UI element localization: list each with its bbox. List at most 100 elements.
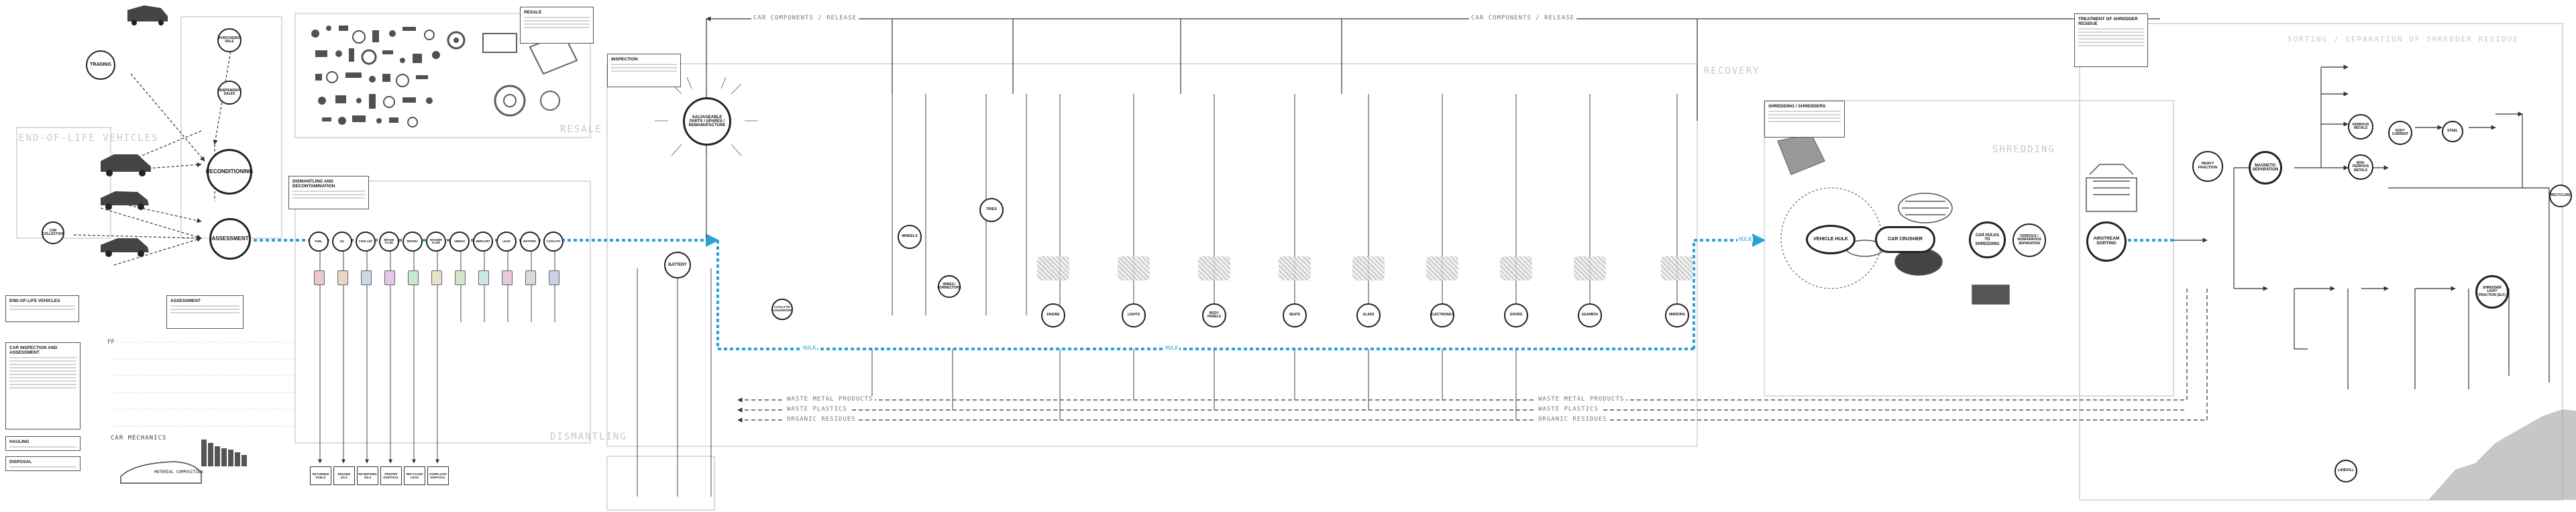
container-icon xyxy=(478,270,489,285)
part-sketch-icon xyxy=(1279,256,1311,280)
node-recycling-label: RECYCLING xyxy=(2551,193,2571,198)
node-airstream[interactable]: AIRSTREAM SORTING xyxy=(2086,221,2127,262)
node-vehicle-hulk[interactable]: VEHICLE HULK xyxy=(1806,225,1856,254)
node-wheels[interactable]: WHEELS xyxy=(898,225,922,249)
part-node-0[interactable]: ENGINE xyxy=(1041,303,1065,327)
node-assessment[interactable]: ASSESSMENT xyxy=(209,218,251,260)
sorting-lines xyxy=(2174,64,2550,389)
node-landfill[interactable]: LANDFILL xyxy=(2334,460,2357,482)
station-9[interactable]: BATTERY xyxy=(520,232,540,252)
station-label: CATALYST xyxy=(546,239,561,243)
station-2[interactable]: COOLANT xyxy=(356,232,376,252)
part-node-2[interactable]: BODY PANELS xyxy=(1202,303,1226,327)
note-sorting-title: TREATMENT OF SHREDDER RESIDUE xyxy=(2078,17,2138,26)
container-icon xyxy=(431,270,442,285)
container-icon xyxy=(361,270,372,285)
node-catalytic[interactable]: CATALYTIC CONVERTER xyxy=(771,299,793,320)
part-node-8[interactable]: MIRRORS xyxy=(1665,303,1689,327)
bottom-box-0[interactable]: RETURNED FUELS xyxy=(310,466,331,485)
node-heavy-fraction[interactable]: HEAVY FRACTION xyxy=(2192,151,2223,182)
part-node-label: ELECTRONICS xyxy=(1430,313,1454,317)
node-battery[interactable]: BATTERY xyxy=(664,252,691,278)
node-car-collection-label: CAR COLLECTION xyxy=(42,228,64,236)
station-5[interactable]: WASHER FLUID xyxy=(426,232,446,252)
part-sketch-icon xyxy=(1198,256,1230,280)
node-ferrous-separation[interactable]: FERROUS / NONFERROUS SEPARATION xyxy=(2012,223,2046,257)
flow-label-organic-1: ORGANIC RESIDUES xyxy=(785,416,858,423)
node-vehicle-hulk-label: VEHICLE HULK xyxy=(1813,237,1848,242)
station-6[interactable]: AIRBAG xyxy=(449,232,470,252)
node-magnetic[interactable]: MAGNETIC SEPARATION xyxy=(2249,151,2282,185)
zone-title-recovery: RECOVERY xyxy=(1704,66,1760,76)
node-steel[interactable]: STEEL xyxy=(2442,121,2463,142)
container-icon xyxy=(502,270,513,285)
part-node-7[interactable]: GEARBOX xyxy=(1578,303,1602,327)
bottom-box-1[interactable]: REUSED OILS xyxy=(333,466,355,485)
node-eddy[interactable]: EDDY CURRENT xyxy=(2388,121,2412,145)
station-label: OIL xyxy=(339,239,345,243)
container-icon xyxy=(455,270,466,285)
part-node-4[interactable]: GLASS xyxy=(1356,303,1381,327)
station-10[interactable]: CATALYST xyxy=(543,232,564,252)
node-reconditioning[interactable]: RECONDITIONING xyxy=(205,149,254,195)
node-purchased-sale[interactable]: PURCHASED SALE xyxy=(217,28,241,52)
node-reconditioning-label: RECONDITIONING xyxy=(205,168,254,174)
part-node-label: LIGHTS xyxy=(1127,313,1140,317)
container-icon xyxy=(549,270,559,285)
part-sketch-icon xyxy=(1574,256,1606,280)
node-trading[interactable]: TRADING xyxy=(86,50,115,80)
node-recycling[interactable]: RECYCLING xyxy=(2549,185,2572,207)
note-sorting: TREATMENT OF SHREDDER RESIDUE xyxy=(2074,13,2148,67)
part-node-label: BODY PANELS xyxy=(1208,311,1221,319)
bottom-box-5[interactable]: COMPLIANT DISPOSAL xyxy=(427,466,449,485)
bottom-box-label: RE-REFINED OILS xyxy=(358,472,377,479)
bottom-box-4[interactable]: RECYCLED LEAD xyxy=(404,466,425,485)
node-car-hulk-shredding[interactable]: CAR HULKS TO SHREDDING xyxy=(1969,221,2006,258)
note-car-inspection-title: CAR INSPECTION AND ASSESSMENT xyxy=(9,346,58,355)
part-node-1[interactable]: LIGHTS xyxy=(1122,303,1146,327)
bottom-box-label: RECYCLED LEAD xyxy=(406,472,423,479)
bottom-box-2[interactable]: RE-REFINED OILS xyxy=(357,466,378,485)
part-node-5[interactable]: ELECTRONICS xyxy=(1430,303,1454,327)
node-tires[interactable]: TIRES xyxy=(979,198,1004,222)
material-composition-label: MATERIAL COMPOSITION xyxy=(154,470,203,474)
waste-pile xyxy=(2428,409,2576,500)
note-disposal-title: DISPOSAL xyxy=(9,460,32,464)
node-non-ferrous[interactable]: NON-FERROUS METALS xyxy=(2348,154,2373,180)
node-salvageable-parts[interactable]: SALVAGEABLE PARTS / SPARES / REMANUFACTU… xyxy=(683,97,731,146)
station-1[interactable]: OIL xyxy=(332,232,352,252)
node-shredder-light[interactable]: SHREDDER LIGHT FRACTION (SLF) xyxy=(2475,275,2509,309)
hulk-sketches xyxy=(1776,134,2137,305)
station-0[interactable]: FUEL xyxy=(309,232,329,252)
node-car-crusher-label: CAR CRUSHER xyxy=(1888,237,1923,242)
note-shredding: SHREDDING / SHREDDERS xyxy=(1764,101,1845,138)
container-icon xyxy=(408,270,419,285)
node-non-ferrous-label: NON-FERROUS METALS xyxy=(2352,161,2369,172)
station-label: BATTERY xyxy=(523,239,537,243)
part-node-3[interactable]: SEATS xyxy=(1283,303,1307,327)
node-car-crusher[interactable]: CAR CRUSHER xyxy=(1875,226,1935,253)
station-label: AIRBAG xyxy=(453,239,466,243)
bottom-box-3[interactable]: PROPER DISPOSAL xyxy=(380,466,402,485)
part-sketch-icon xyxy=(1500,256,1532,280)
part-sketch-icon xyxy=(1426,256,1458,280)
flow-label-waste-metal-2: WASTE METAL PRODUCTS xyxy=(1536,396,1627,403)
node-assessment-label: ASSESSMENT xyxy=(211,235,249,242)
part-sketch-icon xyxy=(1352,256,1385,280)
part-node-6[interactable]: DOORS xyxy=(1504,303,1528,327)
hulk-label-3: HULK xyxy=(1737,236,1754,242)
node-ferrous-metals[interactable]: FERROUS METALS xyxy=(2348,114,2373,140)
node-car-collection[interactable]: CAR COLLECTION xyxy=(42,221,64,244)
node-independent-sales[interactable]: INDEPENDENT SALES xyxy=(217,81,241,105)
note-dismantling-title: DISMANTLING AND DECONTAMINATION xyxy=(292,179,335,189)
station-3[interactable]: BRAKE FLUID xyxy=(379,232,399,252)
parts-scatter-sketch xyxy=(311,25,578,127)
part-columns xyxy=(871,94,1678,420)
station-8[interactable]: LEAD xyxy=(496,232,517,252)
part-node-label: GEARBOX xyxy=(1581,313,1599,317)
note-disposal: DISPOSAL xyxy=(5,456,80,471)
station-7[interactable]: MERCURY xyxy=(473,232,493,252)
node-wires[interactable]: WIRES / CONNECTORS xyxy=(937,275,961,298)
station-4[interactable]: REFRIG. xyxy=(402,232,423,252)
